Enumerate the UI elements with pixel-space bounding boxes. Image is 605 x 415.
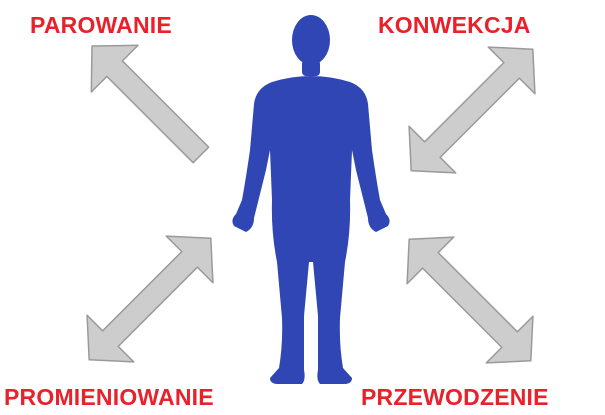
radiation-arrow-icon — [66, 215, 234, 383]
convection-arrow-icon — [388, 26, 556, 194]
evaporation-label: PAROWANIE — [30, 14, 172, 37]
evaporation-arrow-icon — [69, 23, 225, 179]
radiation-label: PROMIENIOWANIE — [4, 386, 214, 409]
conduction-arrow-icon — [386, 216, 554, 384]
convection-label: KONWEKCJA — [378, 14, 531, 37]
conduction-label: PRZEWODZENIE — [361, 386, 549, 409]
human-body-silhouette-icon — [232, 15, 389, 384]
